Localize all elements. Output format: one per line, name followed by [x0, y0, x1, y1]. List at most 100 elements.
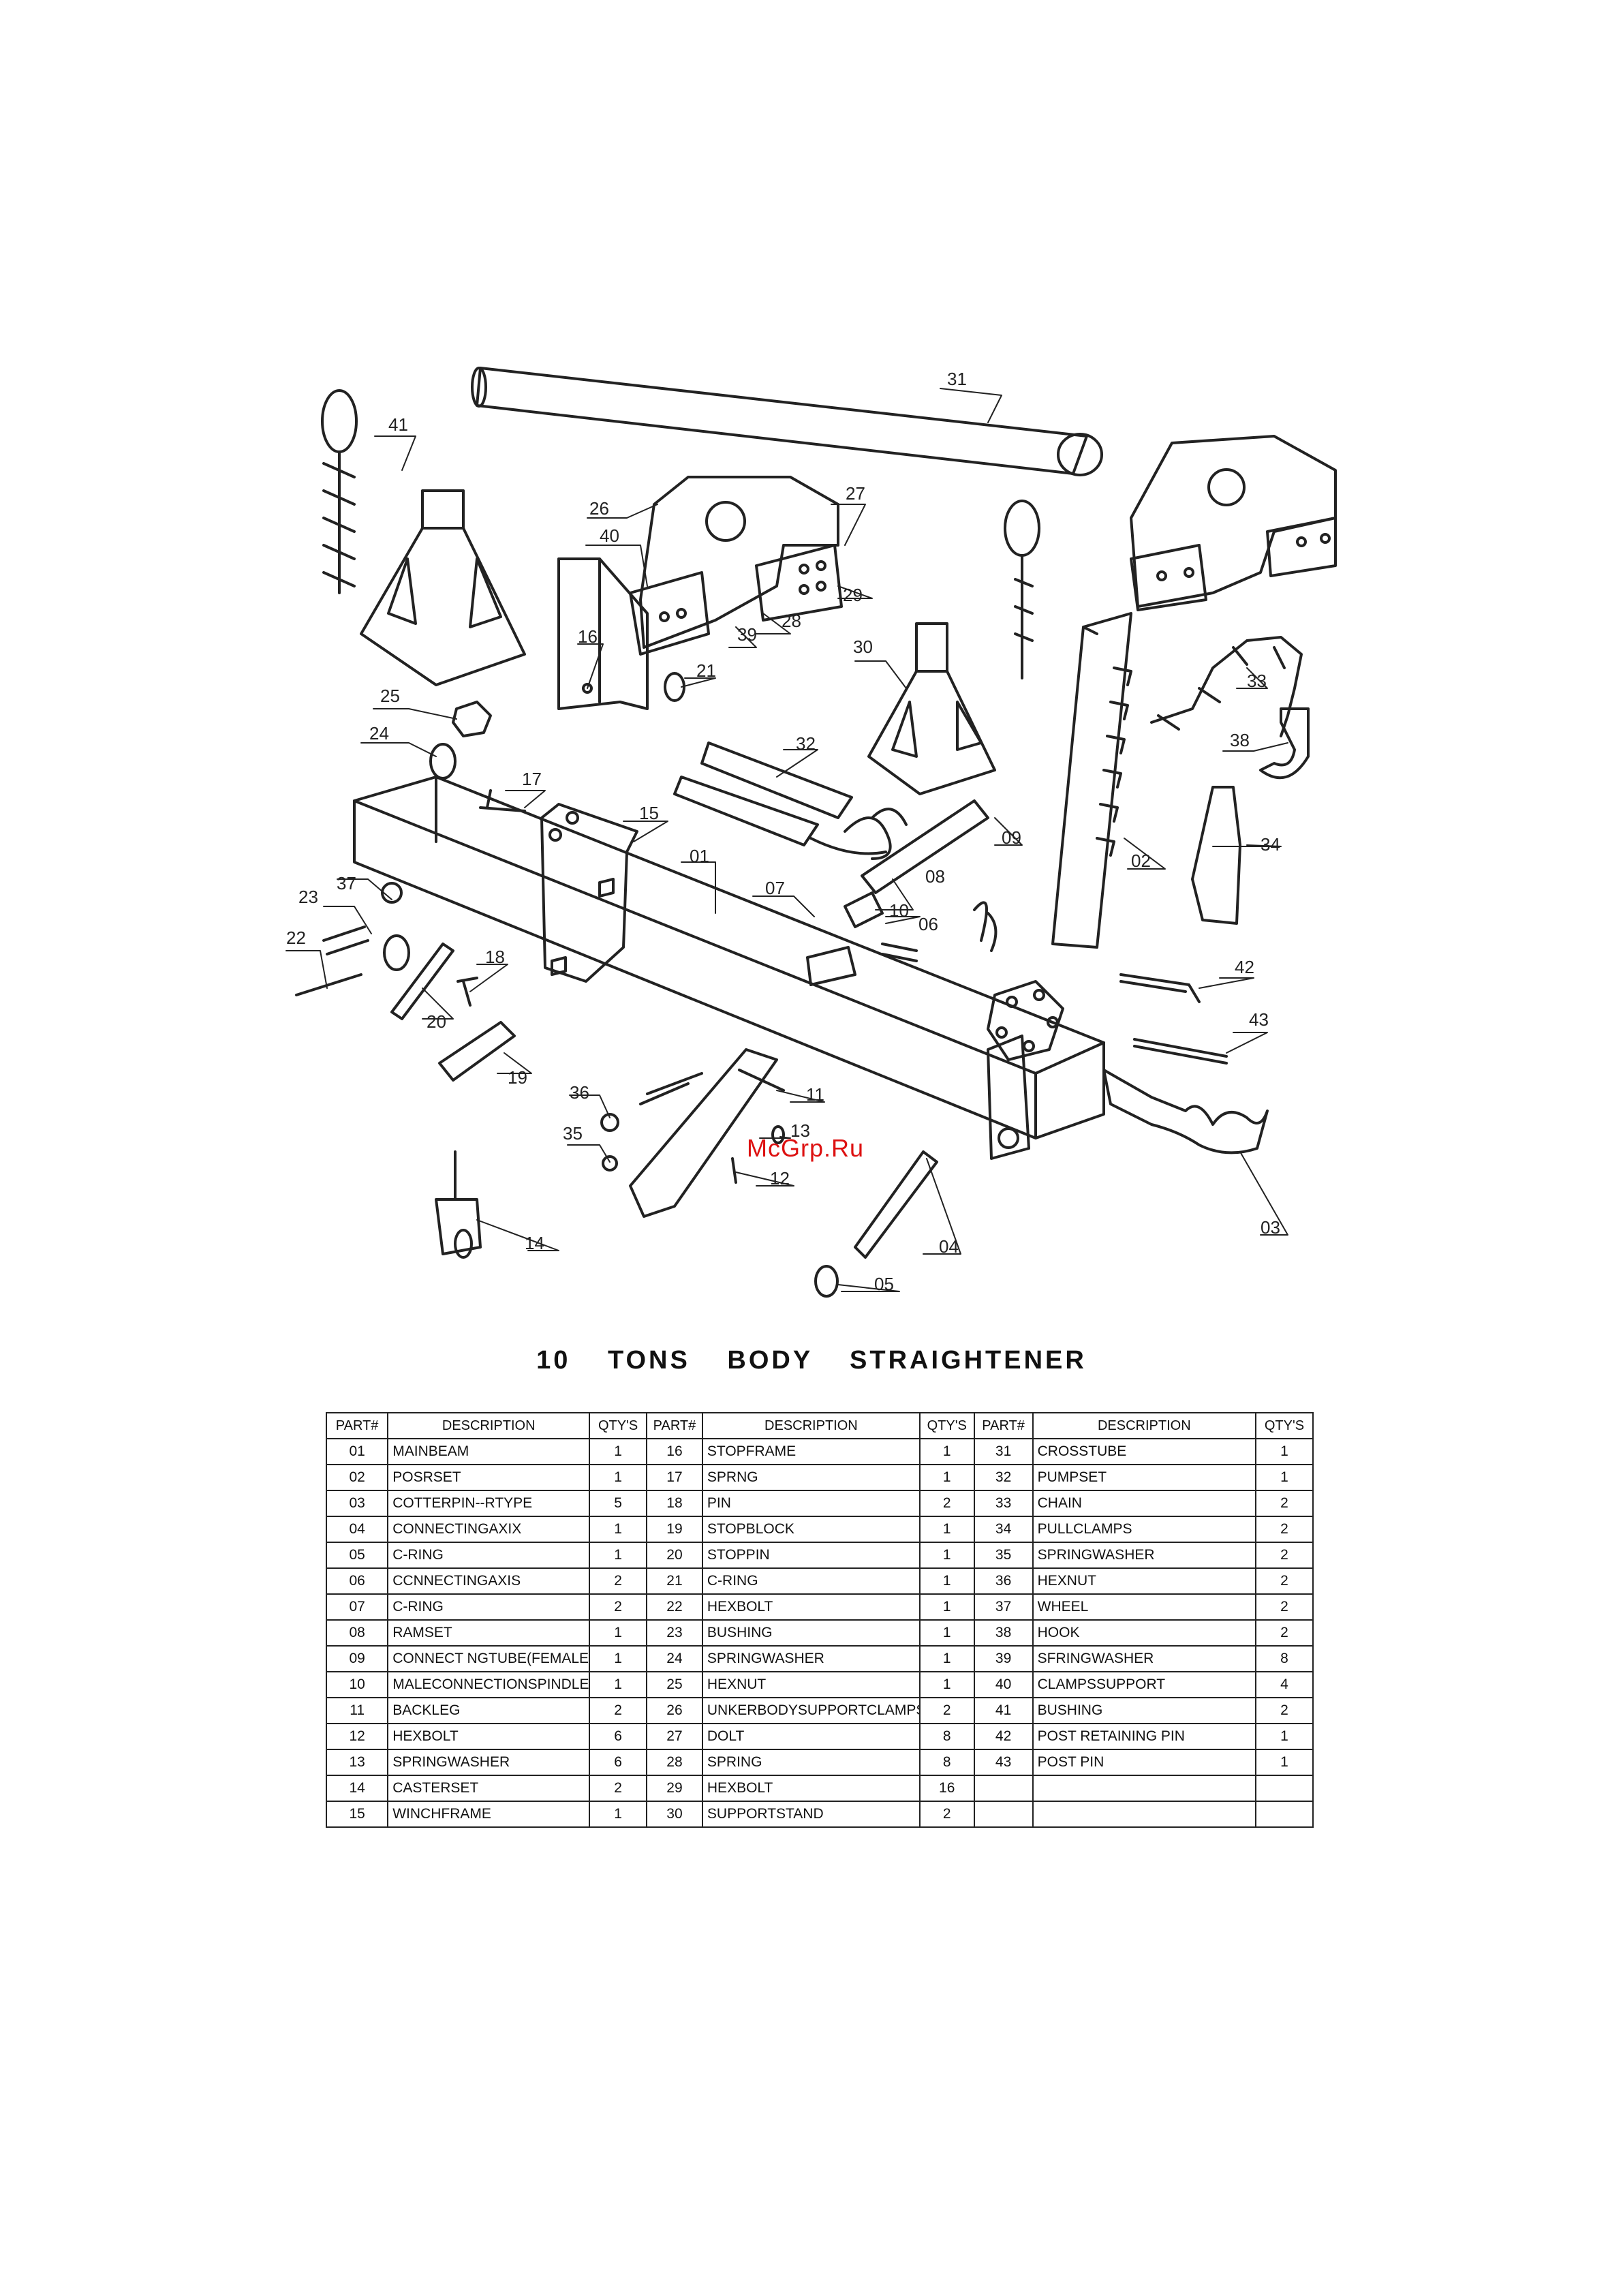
header-description-2: DESCRIPTION	[701, 1412, 921, 1439]
header-description-3: DESCRIPTION	[1032, 1412, 1256, 1439]
cell-part-number: 04	[325, 1516, 389, 1543]
part-hook	[1259, 707, 1310, 780]
part-r-pin	[973, 901, 998, 952]
part-wheel-assembly	[295, 882, 410, 996]
cell-description: SPRINGWASHER	[387, 1749, 591, 1776]
callout-26: 26	[589, 498, 609, 519]
cell-part-number: 26	[646, 1697, 703, 1724]
cell-part-number: 34	[973, 1516, 1034, 1543]
header-qty-2: QTY'S	[918, 1412, 975, 1439]
part-pumpset	[673, 741, 892, 860]
cell-quantity	[1254, 1801, 1314, 1828]
cell-quantity: 1	[589, 1619, 648, 1647]
cell-description: DOLT	[701, 1723, 921, 1750]
callout-41: 41	[388, 414, 408, 435]
cell-description: PUMPSET	[1032, 1464, 1256, 1491]
part-post-retaining-pin	[1119, 973, 1201, 1003]
part-hexnut-25	[452, 701, 492, 737]
callout-40: 40	[600, 525, 619, 546]
cell-part-number: 41	[973, 1697, 1034, 1724]
part-post-set	[1051, 612, 1132, 949]
cell-part-number: 16	[646, 1438, 703, 1465]
cell-part-number: 32	[973, 1464, 1034, 1491]
cell-description: UNKERBODYSUPPORTCLAMPS	[701, 1697, 921, 1724]
cell-part-number: 33	[973, 1490, 1034, 1517]
cell-part-number: 28	[646, 1749, 703, 1776]
callout-06: 06	[918, 914, 938, 934]
part-chain	[1150, 636, 1303, 737]
cell-part-number: 13	[325, 1749, 389, 1776]
callout-01: 01	[690, 846, 709, 866]
cell-quantity: 1	[589, 1516, 648, 1543]
cell-part-number: 14	[325, 1775, 389, 1802]
part-underbody-clamp-left	[629, 476, 843, 656]
cell-quantity: 1	[918, 1516, 975, 1543]
cell-quantity	[1254, 1775, 1314, 1802]
table-header-row: PART# DESCRIPTION QTY'S PART# DESCRIPTIO…	[325, 1412, 1314, 1439]
cell-part-number: 40	[973, 1671, 1034, 1698]
cell-description: C-RING	[387, 1593, 591, 1621]
callout-23: 23	[298, 887, 318, 907]
cell-description: PIN	[701, 1490, 921, 1517]
part-springwasher-13	[771, 1125, 785, 1144]
callout-16: 16	[578, 626, 598, 647]
part-stopblock	[438, 1021, 516, 1082]
watermark: McGrp.Ru	[747, 1134, 865, 1162]
callout-14: 14	[525, 1233, 544, 1253]
part-backleg	[629, 1048, 785, 1218]
part-pull-clamp	[1191, 786, 1241, 925]
cell-part-number: 27	[646, 1723, 703, 1750]
cell-description: HEXBOLT	[701, 1775, 921, 1802]
part-cotterpin-rtype	[1102, 1069, 1269, 1154]
callout-03: 03	[1261, 1217, 1280, 1238]
part-post-base	[987, 1035, 1030, 1160]
part-post-pin-top	[1004, 500, 1040, 679]
cell-part-number: 09	[325, 1645, 389, 1672]
cell-description	[1032, 1775, 1256, 1802]
part-connecting-axis-04	[854, 1150, 938, 1259]
cell-description: SUPPORTSTAND	[701, 1801, 921, 1828]
cell-part-number: 22	[646, 1593, 703, 1621]
callout-29: 29	[843, 585, 863, 605]
cell-quantity: 2	[1254, 1567, 1314, 1595]
cell-quantity: 4	[1254, 1671, 1314, 1698]
cell-description: STOPBLOCK	[701, 1516, 921, 1543]
cell-quantity: 1	[918, 1464, 975, 1491]
cell-description: C-RING	[387, 1542, 591, 1569]
cell-part-number	[973, 1775, 1034, 1802]
cell-quantity: 2	[589, 1593, 648, 1621]
part-connecting-axis-06	[881, 943, 918, 962]
cell-part-number	[973, 1801, 1034, 1828]
cell-description: SPRNG	[701, 1464, 921, 1491]
cell-description: POST RETAINING PIN	[1032, 1723, 1256, 1750]
callout-37: 37	[337, 873, 356, 893]
cell-description: CONNECTINGAXIX	[387, 1516, 591, 1543]
cell-part-number: 12	[325, 1723, 389, 1750]
callout-32: 32	[796, 733, 816, 754]
cell-quantity: 8	[1254, 1645, 1314, 1672]
cell-description: SPRINGWASHER	[701, 1645, 921, 1672]
callout-21: 21	[696, 660, 716, 681]
cell-quantity: 1	[918, 1542, 975, 1569]
cell-description: HEXNUT	[701, 1671, 921, 1698]
part-pin-18	[457, 977, 478, 1007]
callout-36: 36	[570, 1082, 589, 1103]
cell-quantity: 2	[589, 1567, 648, 1595]
cell-description: HEXBOLT	[701, 1593, 921, 1621]
cell-description: POST PIN	[1032, 1749, 1256, 1776]
cell-part-number: 37	[973, 1593, 1034, 1621]
callout-15: 15	[639, 803, 659, 823]
cell-part-number: 15	[325, 1801, 389, 1828]
cell-part-number: 01	[325, 1438, 389, 1465]
header-part-3: PART#	[973, 1412, 1034, 1439]
cell-quantity: 1	[918, 1619, 975, 1647]
cell-description: CASTERSET	[387, 1775, 591, 1802]
cell-quantity: 1	[918, 1593, 975, 1621]
cell-quantity: 8	[918, 1749, 975, 1776]
callout-04: 04	[939, 1236, 959, 1257]
